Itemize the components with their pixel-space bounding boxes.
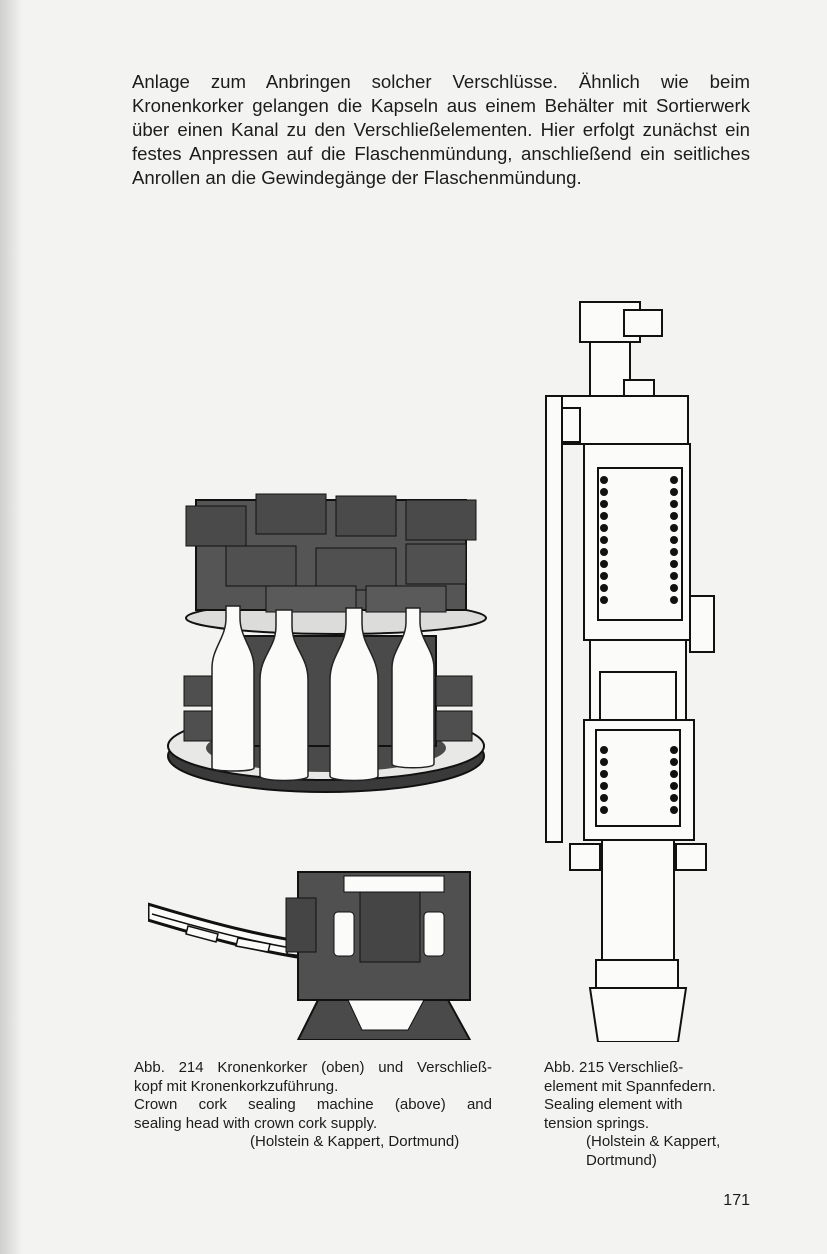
- figure-215-caption: Abb. 215 Verschließ- element mit Spannfe…: [544, 1059, 744, 1171]
- caption-215-credit-line1: (Holstein & Kappert,: [586, 1133, 721, 1151]
- page-gutter-shadow: [0, 0, 22, 1254]
- caption-215-en-line1: Sealing element with: [544, 1096, 683, 1114]
- upper-spring: [600, 476, 678, 604]
- sealing-head-illustration: [148, 871, 472, 1040]
- figure-214-caption: Abb. 214 Kronenkorker (oben) und Verschl…: [134, 1059, 492, 1152]
- caption-214-en-line1: Crown cork sealing machine (above) and: [134, 1096, 492, 1114]
- page-number: 171: [723, 1192, 750, 1209]
- caption-215-credit-line2: Dortmund): [586, 1151, 657, 1169]
- caption-214-credit: (Holstein & Kappert, Dortmund): [250, 1133, 460, 1151]
- caption-214-de-line1: Abb. 214 Kronenkorker (oben) und Verschl…: [134, 1059, 492, 1076]
- caption-215-en-line2: tension springs.: [544, 1114, 650, 1132]
- caption-215-de-line2: element mit Spannfedern.: [544, 1077, 716, 1095]
- sealing-element-illustration: [545, 301, 715, 1042]
- lower-spring: [600, 746, 678, 814]
- caption-214-en-line2: sealing head with crown cork supply.: [134, 1114, 378, 1132]
- intro-paragraph: Anlage zum Anbringen solcher Verschlüsse…: [132, 70, 750, 190]
- crown-cork-machine-illustration: [167, 493, 487, 793]
- intro-text: Anlage zum Anbringen solcher Verschlüsse…: [132, 71, 750, 188]
- caption-214-de-line2: kopf mit Kronenkorkzuführung.: [134, 1077, 339, 1095]
- caption-215-de-line1: Abb. 215 Verschließ-: [544, 1059, 684, 1076]
